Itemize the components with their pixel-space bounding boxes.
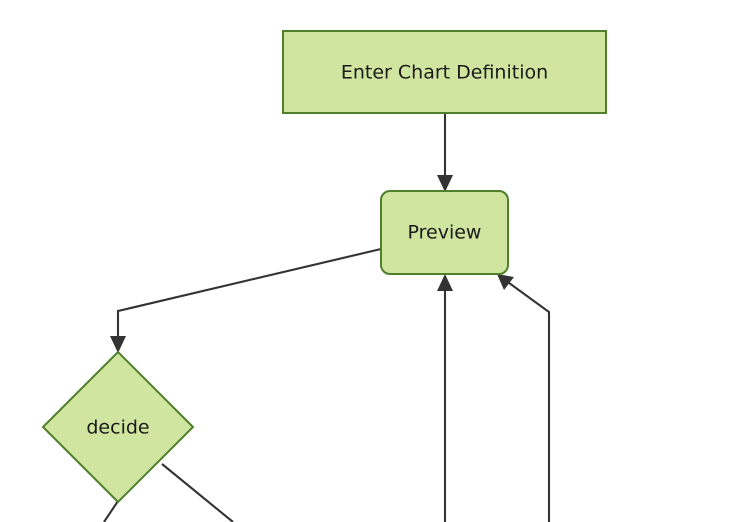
edge-line	[116, 247, 382, 344]
edge-line	[161, 463, 234, 522]
node-rounded-rectangle[interactable]	[380, 190, 509, 275]
node-rectangle[interactable]	[282, 30, 607, 114]
node-preview[interactable]: Preview	[380, 190, 509, 275]
edge-preview-to-decide	[110, 247, 382, 353]
edge-bottom-center-to-preview	[437, 274, 453, 522]
node-label-preview: Preview	[408, 222, 482, 244]
edge-bottom-right-to-preview	[497, 274, 551, 522]
arrow-head-icon	[110, 336, 126, 353]
arrow-head-icon	[497, 274, 514, 290]
node-enter-chart-definition[interactable]: Enter Chart Definition	[282, 30, 607, 114]
node-decide[interactable]: decide	[41, 350, 195, 504]
node-label-decide: decide	[86, 417, 149, 439]
edge-decide-to-offscreen-right	[161, 463, 234, 522]
edge-line	[504, 279, 551, 522]
edge-enter-to-preview	[437, 113, 453, 192]
node-diamond[interactable]	[41, 350, 195, 504]
edge-line	[103, 500, 119, 522]
arrow-head-icon	[437, 274, 453, 291]
node-label-enter-chart-definition: Enter Chart Definition	[341, 62, 548, 84]
edge-decide-to-offscreen-left	[103, 500, 119, 522]
arrow-head-icon	[437, 175, 453, 192]
